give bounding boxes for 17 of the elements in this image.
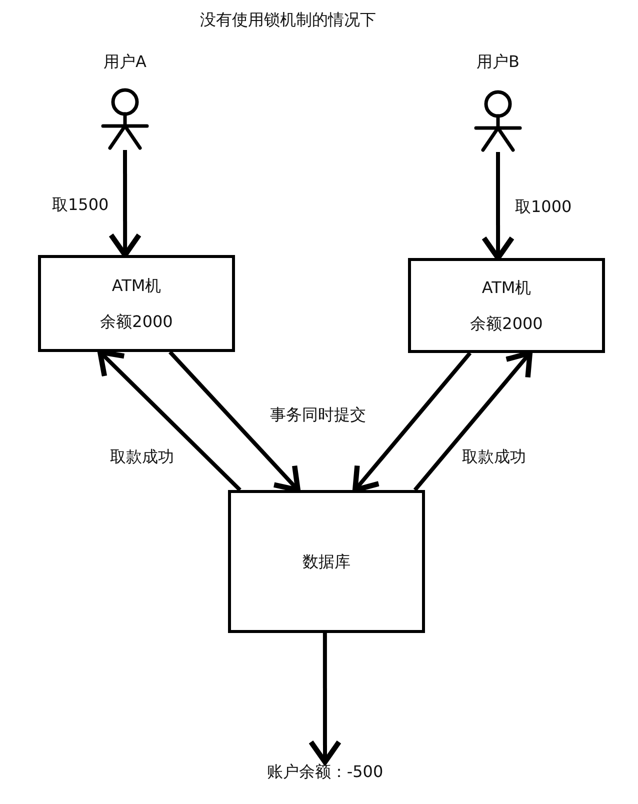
edge-label: 取款成功 [110, 447, 174, 467]
atm-box: ATM机 余额2000 [38, 255, 235, 352]
person-label: 用户B [476, 52, 520, 72]
arrow [481, 152, 515, 261]
edge-label: 取1000 [515, 197, 572, 217]
note-text: 事务同时提交 [270, 405, 366, 425]
title: 没有使用锁机制的情况下 [200, 10, 376, 30]
arrow [168, 350, 301, 493]
arrow [108, 150, 142, 258]
result-text: 账户余额：-500 [255, 762, 395, 782]
database-box: 数据库 [228, 490, 425, 633]
arrow [352, 352, 472, 493]
person-label: 用户A [102, 52, 148, 72]
edge-label: 取款成功 [462, 447, 526, 467]
arrow [308, 633, 342, 765]
edge-label: 取1500 [52, 195, 109, 215]
atm-box: ATM机 余额2000 [408, 258, 605, 353]
